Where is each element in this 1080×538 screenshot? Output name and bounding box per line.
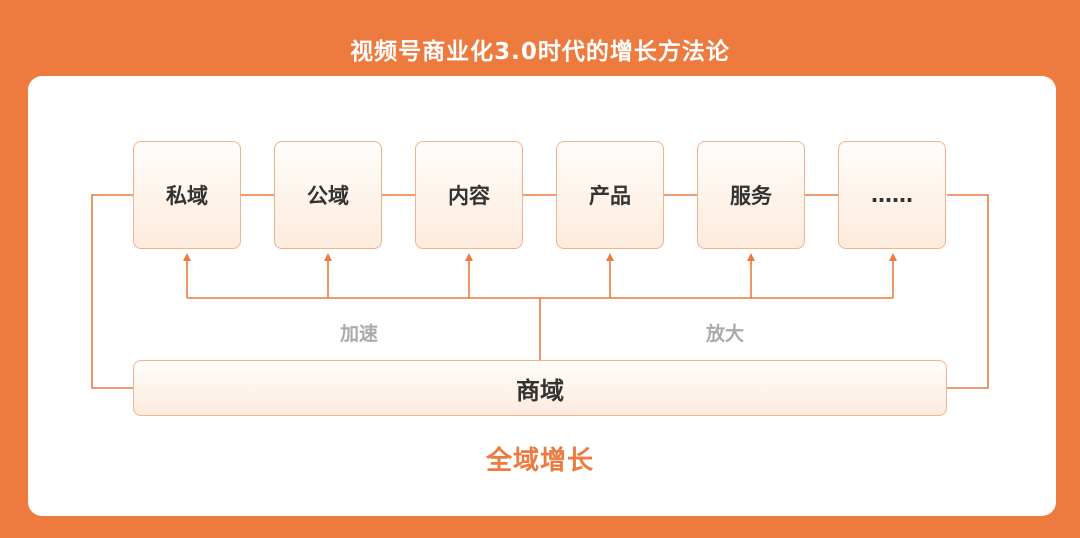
page-title: 视频号商业化3.0时代的增长方法论 bbox=[350, 39, 730, 65]
box-private-domain: 私域 bbox=[133, 141, 241, 249]
label-accelerate: 加速 bbox=[340, 323, 379, 345]
base-commerce-domain: 商域 bbox=[133, 360, 947, 416]
box-content: 内容 bbox=[415, 141, 523, 249]
box-more: …… bbox=[838, 141, 946, 249]
footer-full-domain-growth: 全域增长 bbox=[485, 446, 594, 476]
outer-right-loop bbox=[947, 194, 989, 389]
box-public-domain: 公域 bbox=[274, 141, 382, 249]
box-product: 产品 bbox=[556, 141, 664, 249]
label-amplify: 放大 bbox=[706, 323, 745, 345]
outer-left-loop bbox=[91, 194, 133, 389]
box-service: 服务 bbox=[697, 141, 805, 249]
